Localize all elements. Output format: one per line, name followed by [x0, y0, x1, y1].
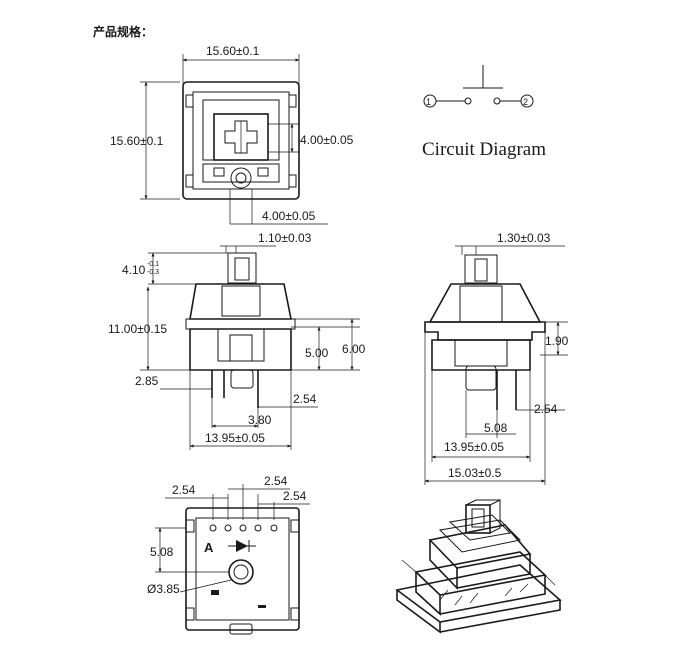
side-base-width-dim: 13.95±0.05 — [205, 431, 265, 445]
front-total-width-dim: 15.03±0.5 — [448, 466, 502, 480]
side-travel-dim: 4.10 — [122, 263, 146, 277]
bottom-hole-dia-dim: Ø3.85 — [147, 582, 180, 596]
bottom-vertical-dim: 5.08 — [150, 545, 174, 559]
top-stem-height-dim: 4.00±0.05 — [300, 133, 354, 147]
bottom-pitch-right-dim: 2.54 — [283, 489, 307, 503]
bottom-marker-a: A — [204, 540, 214, 555]
side-view: 1.10±0.03 4.10 -0.1 -0.3 11.00±0.15 5.00… — [108, 231, 366, 450]
side-travel-tol-lower: -0.3 — [147, 269, 159, 276]
top-view: 15.60±0.1 15.60±0.1 4.00±0.05 4.00±0.0 — [110, 44, 354, 225]
side-pin-gap-dim: 3.80 — [248, 413, 272, 427]
front-pin-gap-dim: 5.08 — [484, 421, 508, 435]
spec-title: 产品规格： — [93, 24, 153, 39]
top-width-dim: 15.60±0.1 — [206, 44, 260, 58]
bottom-pitch-top-dim: 2.54 — [264, 474, 288, 488]
top-height-dim: 15.60±0.1 — [110, 134, 164, 148]
top-stem-width-dim: 4.00±0.05 — [262, 209, 316, 223]
front-view: 1.30±0.03 1.90 2.54 5.08 13.95±0.05 15.0… — [424, 231, 569, 485]
bottom-view: A 2.54 2.54 2.54 5.08 Ø3.85 — [147, 474, 310, 635]
side-stem-offset-dim: 1.10±0.03 — [258, 231, 312, 245]
side-pin-pitch-dim: 2.54 — [293, 392, 317, 406]
side-height-6-dim: 6.00 — [342, 342, 366, 356]
bottom-pitch-left-dim: 2.54 — [172, 483, 196, 497]
side-travel-tol-upper: -0.1 — [147, 261, 159, 268]
front-stem-offset-dim: 1.30±0.03 — [497, 231, 551, 245]
side-pin-len-dim: 2.85 — [135, 374, 159, 388]
circuit-pin-1: 1 — [426, 97, 431, 107]
side-height-5-dim: 5.00 — [305, 346, 329, 360]
circuit-pin-2: 2 — [523, 97, 528, 107]
side-total-height-dim: 11.00±0.15 — [108, 322, 167, 336]
isometric-view — [395, 499, 562, 634]
circuit-diagram: 1 2 Circuit Diagram — [422, 65, 546, 160]
front-base-width-dim: 13.95±0.05 — [444, 440, 504, 454]
front-pin-pitch-dim: 2.54 — [534, 402, 558, 416]
circuit-label: Circuit Diagram — [422, 139, 546, 160]
front-ledge-dim: 1.90 — [545, 334, 569, 348]
